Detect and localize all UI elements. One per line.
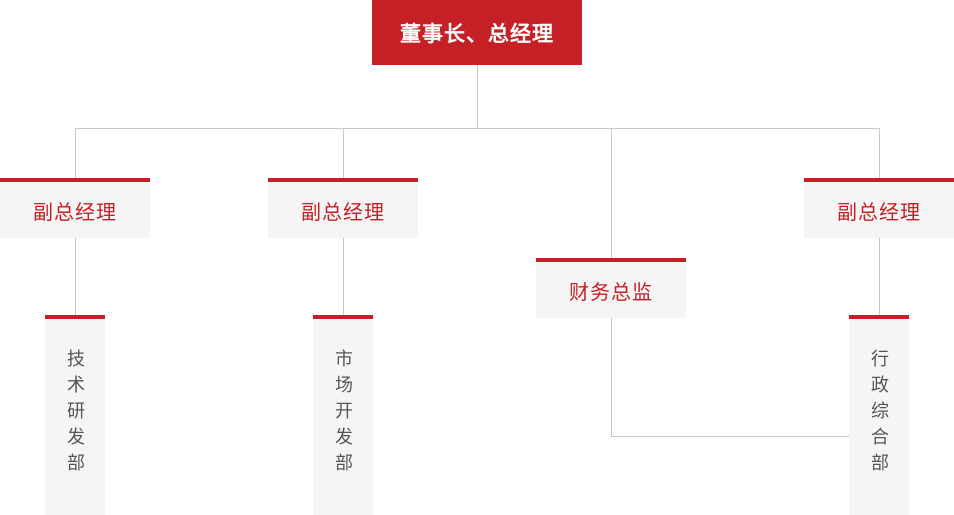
connector-root-down [477, 65, 478, 128]
connector-vgm3-to-admin-dept [879, 238, 880, 315]
connector-finance-down [611, 318, 612, 436]
node-deputy-general-manager-3[interactable]: 副总经理 [804, 178, 954, 238]
node-chairman-general-manager[interactable]: 董事长、总经理 [372, 0, 582, 65]
node-department-admin[interactable]: 行政综合部 [849, 315, 909, 515]
connector-drop-vgm-2 [343, 128, 344, 178]
connector-finance-to-admin-dept [611, 436, 849, 437]
node-deputy-general-manager-2[interactable]: 副总经理 [268, 178, 418, 238]
connector-drop-vgm-1 [75, 128, 76, 178]
connector-horizontal-bus [75, 128, 880, 129]
node-department-rd-label: 技术研发部 [65, 349, 85, 479]
connector-vgm1-to-rd-dept [75, 238, 76, 315]
connector-vgm2-to-market-dept [343, 238, 344, 315]
node-department-admin-label: 行政综合部 [869, 349, 889, 479]
connector-drop-finance-director [611, 128, 612, 258]
node-finance-director[interactable]: 财务总监 [536, 258, 686, 318]
node-deputy-general-manager-1[interactable]: 副总经理 [0, 178, 150, 238]
connector-drop-vgm-3 [879, 128, 880, 178]
node-department-market[interactable]: 市场开发部 [313, 315, 373, 515]
node-department-market-label: 市场开发部 [333, 349, 353, 479]
node-department-rd[interactable]: 技术研发部 [45, 315, 105, 515]
